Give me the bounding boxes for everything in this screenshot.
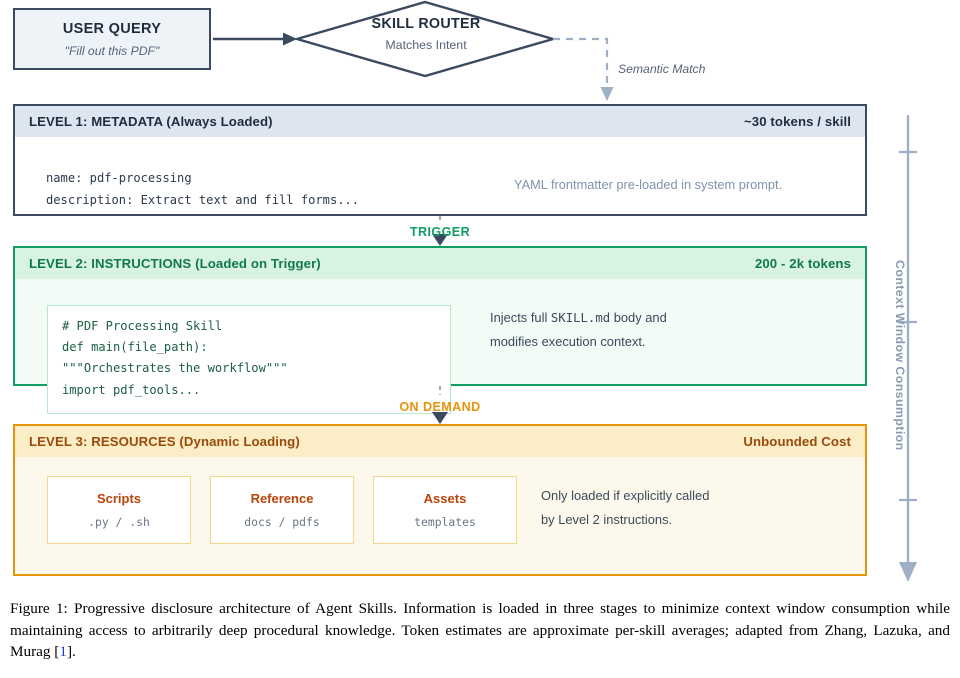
level-1-panel: LEVEL 1: METADATA (Always Loaded) ~30 to…: [13, 104, 867, 216]
level-1-code-block: name: pdf-processing description: Extrac…: [46, 171, 360, 208]
resource-card-title: Scripts: [96, 491, 142, 506]
resource-card-assets[interactable]: Assets templates: [373, 476, 517, 544]
level-2-panel: LEVEL 2: INSTRUCTIONS (Loaded on Trigger…: [13, 246, 867, 414]
figure-caption-prefix: Figure 1:: [10, 600, 68, 617]
figure-caption: Figure 1: Progressive disclosure archite…: [10, 598, 950, 663]
level-1-body: name: pdf-processing description: Extrac…: [15, 137, 865, 214]
level-2-note-line-2: modifies execution context.: [490, 333, 646, 349]
level-3-body: Scripts .py / .sh Reference docs / pdfs …: [15, 457, 865, 574]
level-2-code-block: # PDF Processing Skill def main(file_pat…: [47, 305, 451, 414]
resource-card-scripts[interactable]: Scripts .py / .sh: [47, 476, 191, 544]
figure-caption-text: Progressive disclosure architecture of A…: [10, 600, 950, 661]
level-3-note: Only loaded if explicitly called by Leve…: [517, 476, 709, 532]
skill-md-filename: SKILL.md: [550, 311, 611, 325]
figure-caption-suffix: ].: [66, 643, 76, 661]
resource-card-subtitle: .py / .sh: [88, 515, 150, 529]
level-3-panel: LEVEL 3: RESOURCES (Dynamic Loading) Unb…: [13, 424, 867, 576]
level-3-note-line-1: Only loaded if explicitly called: [541, 488, 710, 503]
resource-card-subtitle: docs / pdfs: [244, 515, 320, 529]
flow-top-row: USER QUERY "Fill out this PDF" SKILL ROU…: [0, 0, 960, 101]
level-3-header: LEVEL 3: RESOURCES (Dynamic Loading) Unb…: [15, 426, 865, 457]
level-2-note: Injects full SKILL.md body and modifies …: [451, 293, 667, 354]
resource-card-reference[interactable]: Reference docs / pdfs: [210, 476, 354, 544]
level-3-note-line-2: by Level 2 instructions.: [541, 511, 673, 527]
level-2-body: # PDF Processing Skill def main(file_pat…: [15, 279, 865, 414]
level-2-note-text-1: Injects full: [490, 310, 551, 325]
user-query-box: USER QUERY "Fill out this PDF": [13, 8, 211, 70]
resource-card-title: Assets: [423, 491, 467, 506]
axis-arrowhead: [899, 562, 917, 582]
level-2-title: LEVEL 2: INSTRUCTIONS (Loaded on Trigger…: [29, 255, 321, 271]
level-2-note-text-2: body and: [610, 310, 667, 325]
citation-link[interactable]: 1: [59, 643, 67, 661]
skill-router-subtitle: Matches Intent: [385, 38, 467, 52]
user-query-subtitle: "Fill out this PDF": [64, 43, 160, 58]
semantic-match-label: Semantic Match: [618, 62, 706, 76]
level-1-cost-badge: ~30 tokens / skill: [744, 113, 851, 129]
user-query-title: USER QUERY: [62, 20, 162, 37]
semantic-match-arrowhead: [600, 87, 614, 101]
trigger-label: TRIGGER: [409, 225, 471, 239]
level-1-note: YAML frontmatter pre-loaded in system pr…: [514, 177, 783, 192]
level-1-header: LEVEL 1: METADATA (Always Loaded) ~30 to…: [15, 106, 865, 137]
query-to-router-arrowhead: [283, 32, 297, 46]
semantic-match-dashed-path: [553, 37, 609, 92]
level-1-title: LEVEL 1: METADATA (Always Loaded): [29, 113, 273, 129]
resource-card-list: Scripts .py / .sh Reference docs / pdfs …: [47, 476, 517, 544]
on-demand-label: ON DEMAND: [399, 400, 481, 414]
resource-card-subtitle: templates: [414, 515, 476, 529]
level-2-header: LEVEL 2: INSTRUCTIONS (Loaded on Trigger…: [15, 248, 865, 279]
context-window-axis-label: Context Window Consumption: [893, 260, 907, 451]
level-3-cost-badge: Unbounded Cost: [743, 433, 851, 449]
resource-card-title: Reference: [250, 491, 314, 506]
level-2-cost-badge: 200 - 2k tokens: [754, 255, 851, 271]
level-2-note-line-1: Injects full SKILL.md body and: [490, 306, 667, 330]
level-3-title: LEVEL 3: RESOURCES (Dynamic Loading): [29, 433, 300, 449]
skill-router-title: SKILL ROUTER: [371, 16, 481, 32]
